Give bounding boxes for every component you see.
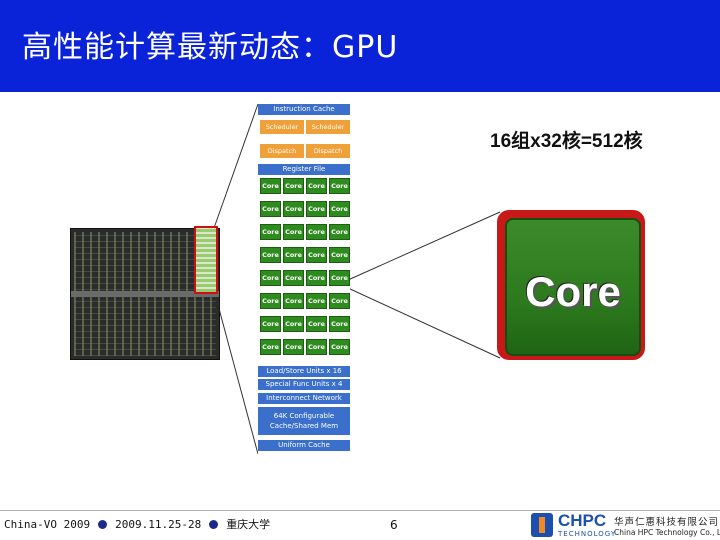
core-cell: Core	[260, 293, 281, 309]
dispatch-left: Dispatch	[260, 144, 304, 158]
logo-subtext: TECHNOLOGY	[558, 530, 617, 538]
page-number: 6	[390, 518, 398, 532]
core-cell: Core	[260, 339, 281, 355]
title-banner: 高性能计算最新动态：GPU	[0, 0, 720, 92]
core-cell: Core	[283, 201, 304, 217]
dispatch-right: Dispatch	[306, 144, 350, 158]
core-cell: Core	[260, 201, 281, 217]
core-cell: Core	[260, 316, 281, 332]
conference-name: China-VO 2009	[4, 518, 91, 531]
footer-divider	[0, 510, 720, 511]
core-cell: Core	[260, 178, 281, 194]
core-cell: Core	[260, 270, 281, 286]
sfu-bar: Special Func Units x 4	[258, 379, 350, 390]
core-cell: Core	[329, 339, 350, 355]
core-cell: Core	[329, 247, 350, 263]
instruction-cache-bar: Instruction Cache	[258, 104, 350, 115]
core-cell: Core	[306, 224, 327, 240]
shared-memory-block: 64K Configurable Cache/Shared Mem	[258, 407, 350, 435]
core-cell: Core	[260, 224, 281, 240]
core-cell: Core	[329, 178, 350, 194]
core-cell: Core	[306, 201, 327, 217]
scheduler-left: Scheduler	[260, 120, 304, 134]
core-cell: Core	[283, 339, 304, 355]
chpc-logo-icon	[531, 513, 553, 537]
core-cell: Core	[283, 224, 304, 240]
core-cell: Core	[283, 247, 304, 263]
logo-text: CHPC	[558, 511, 607, 530]
core-cell: Core	[260, 247, 281, 263]
core-cell: Core	[306, 339, 327, 355]
core-cell: Core	[306, 270, 327, 286]
slide-title: 高性能计算最新动态：GPU	[22, 30, 399, 65]
company-name-en: China HPC Technology Co., Ltd.	[614, 528, 720, 537]
scheduler-right: Scheduler	[306, 120, 350, 134]
bullet-icon	[209, 520, 219, 529]
conference-info: China-VO 2009 2009.11.25-28 重庆大学	[4, 516, 270, 532]
register-file-bar: Register File	[258, 164, 350, 175]
sm-block-diagram: Instruction Cache Scheduler Scheduler Di…	[258, 104, 350, 454]
core-cell: Core	[329, 201, 350, 217]
core-cell: Core	[283, 178, 304, 194]
core-cell: Core	[306, 293, 327, 309]
core-label: Core	[525, 268, 621, 315]
conference-dates: 2009.11.25-28	[115, 518, 202, 531]
highlighted-sm-region	[194, 226, 218, 294]
core-count-caption: 16组x32核=512核	[490, 131, 643, 152]
core-cell: Core	[283, 293, 304, 309]
core-cell: Core	[329, 270, 350, 286]
core-cell: Core	[306, 316, 327, 332]
uniform-cache-bar: Uniform Cache	[258, 440, 350, 451]
company-name-cn: 华声仁惠科技有限公司	[614, 517, 720, 528]
core-cell: Core	[329, 224, 350, 240]
core-cell: Core	[306, 247, 327, 263]
core-zoom-illustration: Core	[497, 210, 645, 360]
core-cell: Core	[329, 316, 350, 332]
bullet-icon	[98, 520, 108, 529]
conference-venue: 重庆大学	[226, 518, 271, 531]
core-cell: Core	[329, 293, 350, 309]
load-store-bar: Load/Store Units x 16	[258, 366, 350, 377]
core-cell: Core	[283, 270, 304, 286]
core-cell: Core	[306, 178, 327, 194]
core-cell: Core	[283, 316, 304, 332]
interconnect-bar: Interconnect Network	[258, 393, 350, 404]
